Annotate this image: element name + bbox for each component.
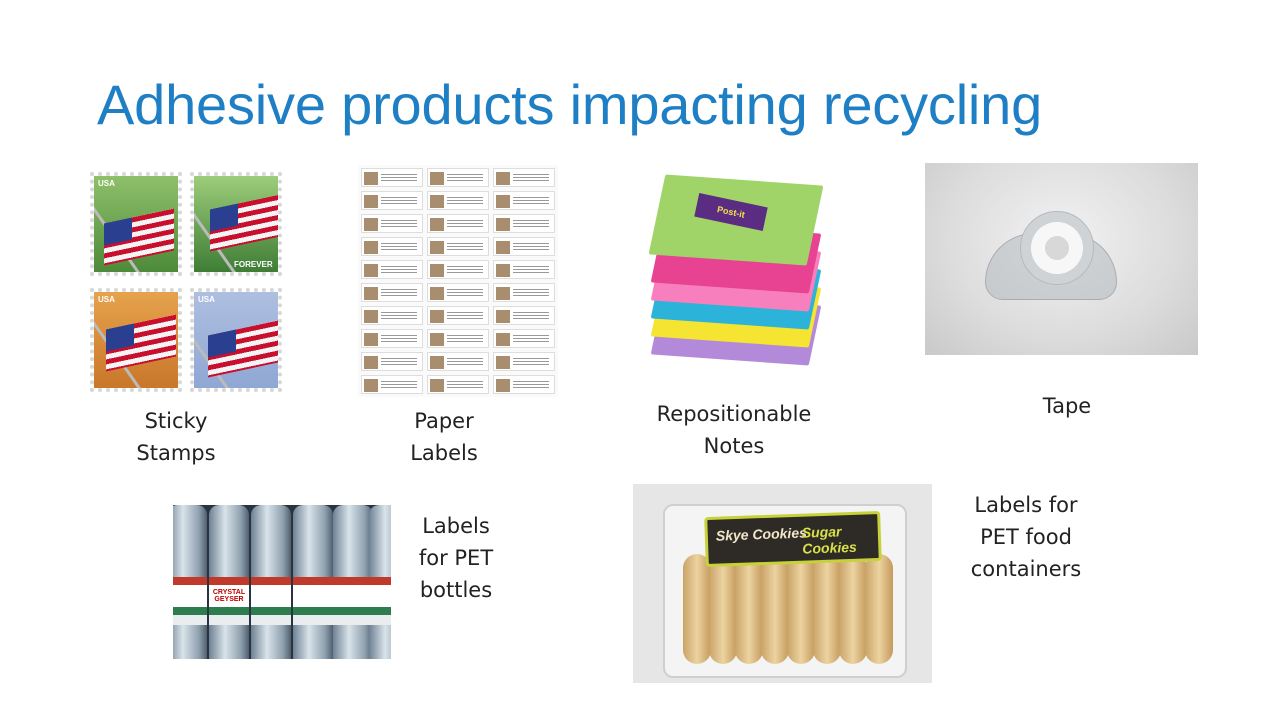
paper-labels-image (358, 165, 558, 397)
caption-repositionable-notes: Repositionable Notes (656, 402, 812, 458)
stamp: USA (190, 288, 282, 392)
repositionable-notes-image: Post-it (644, 170, 844, 384)
cookie-brand-2: Sugar Cookies (801, 523, 858, 557)
sticky-stamps-image: USA FOREVER USA USA (86, 168, 288, 396)
pet-food-containers-image: Skye Cookies Sugar Cookies (633, 484, 932, 683)
tape-image (925, 163, 1198, 355)
stamp-usa-text: USA (198, 295, 215, 304)
stamp-usa-text: USA (98, 179, 115, 188)
stamp-usa-text: USA (98, 295, 115, 304)
bottle-brand-text: CRYSTAL GEYSER (212, 589, 246, 603)
cookie-brand-1: Skye Cookies (715, 524, 808, 544)
stamp: USA (90, 172, 182, 276)
caption-pet-food-containers: Labels for PET food containers (970, 493, 1082, 581)
caption-tape: Tape (1042, 394, 1092, 418)
stamp: FOREVER (190, 172, 282, 276)
caption-paper-labels: Paper Labels (410, 409, 478, 465)
caption-sticky-stamps: Sticky Stamps (136, 409, 216, 465)
slide-title: Adhesive products impacting recycling (97, 73, 1043, 136)
pet-bottles-image: CRYSTAL GEYSER (173, 505, 391, 659)
stamp-forever-text: FOREVER (234, 260, 273, 269)
stamp: USA (90, 288, 182, 392)
caption-pet-bottles: Labels for PET bottles (418, 514, 494, 602)
